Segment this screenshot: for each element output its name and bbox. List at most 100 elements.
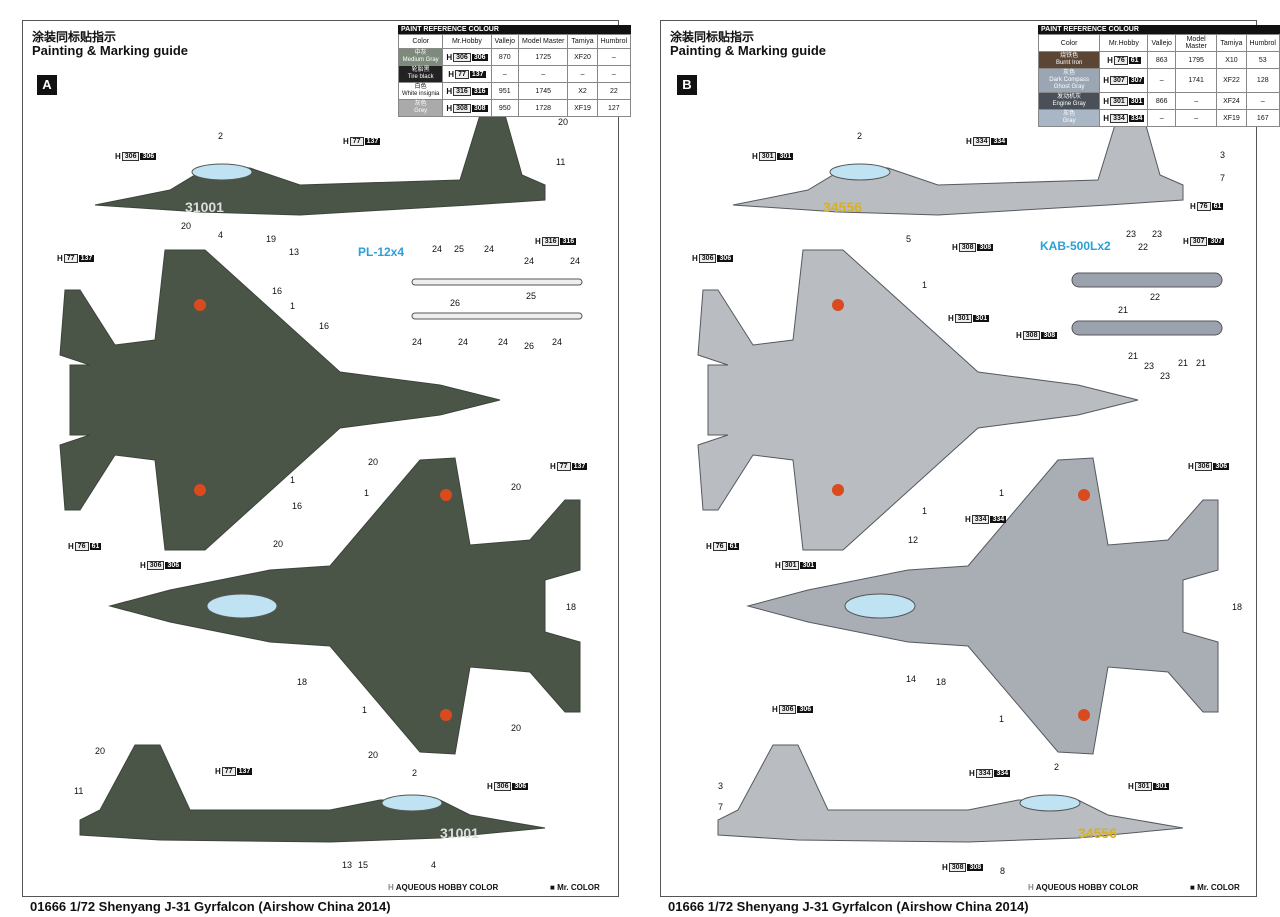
legend-aqueous: H AQUEOUS HOBBY COLOR xyxy=(388,883,499,892)
tamiya-cell: XF19 xyxy=(567,99,598,117)
part-callout: 20 xyxy=(95,746,106,756)
table-header: Mr.Hobby xyxy=(1099,34,1149,52)
part-callout: 20 xyxy=(368,457,379,467)
top-view xyxy=(59,249,501,551)
tamiya-cell: X2 xyxy=(567,82,598,100)
part-callout: 22 xyxy=(1138,242,1149,252)
mm-cell: 1725 xyxy=(518,48,569,66)
part-callout: 24 xyxy=(484,244,495,254)
part-callout: 1 xyxy=(290,301,296,311)
part-callout: 1 xyxy=(922,506,928,516)
table-header: Color xyxy=(1037,34,1101,52)
part-callout: 23 xyxy=(1152,229,1163,239)
insignia-star xyxy=(1078,709,1090,721)
table-header: Humbrol xyxy=(1245,34,1280,52)
part-callout: 1 xyxy=(999,488,1005,498)
heading-cn: 涂装同标贴指示 xyxy=(32,30,117,44)
canopy xyxy=(381,794,443,812)
part-callout: 23 xyxy=(1160,371,1171,381)
part-callout: 22 xyxy=(1150,292,1161,302)
part-callout: 21 xyxy=(1178,358,1189,368)
part-callout: 23 xyxy=(1144,361,1155,371)
table-caption: PAINT REFERENCE COLOUR xyxy=(398,25,632,34)
mm-cell: – xyxy=(1174,109,1218,127)
part-callout: 1 xyxy=(290,475,296,485)
part-callout: 4 xyxy=(218,230,224,240)
part-callout: 24 xyxy=(498,337,509,347)
part-callout: 1 xyxy=(922,280,928,290)
tamiya-cell: – xyxy=(567,65,598,83)
tamiya-cell: XF22 xyxy=(1216,68,1247,93)
part-callout: 16 xyxy=(292,501,303,511)
vallejo-cell: 951 xyxy=(490,82,520,100)
part-callout: 4 xyxy=(431,860,437,870)
part-callout: 26 xyxy=(524,341,535,351)
insignia-star xyxy=(194,299,206,311)
part-callout: 7 xyxy=(718,802,724,812)
vallejo-cell: – xyxy=(490,65,520,83)
serial-number: 31001 xyxy=(440,825,479,841)
bottom-view xyxy=(108,457,581,755)
part-callout: 26 xyxy=(450,298,461,308)
table-header: Vallejo xyxy=(490,34,520,49)
part-callout: 24 xyxy=(524,256,535,266)
canopy xyxy=(829,163,891,181)
part-callout: 3 xyxy=(718,781,724,791)
serial-number: 34556 xyxy=(1078,825,1117,841)
humbrol-cell: 128 xyxy=(1245,68,1280,93)
part-callout: 16 xyxy=(272,286,283,296)
scheme-a-panel xyxy=(22,20,619,897)
table-header: Vallejo xyxy=(1147,34,1176,52)
part-callout: 1 xyxy=(364,488,370,498)
table-header: Humbrol xyxy=(596,34,632,49)
part-callout: 24 xyxy=(412,337,423,347)
tamiya-cell: X10 xyxy=(1216,51,1247,69)
part-callout: 23 xyxy=(1126,229,1137,239)
part-callout: 13 xyxy=(289,247,300,257)
mm-cell: 1741 xyxy=(1174,68,1218,93)
part-callout: 8 xyxy=(1000,866,1006,876)
table-header: Mr.Hobby xyxy=(442,34,492,49)
weapon-label: PL-12x4 xyxy=(358,245,405,259)
heading-en: Painting & Marking guide xyxy=(32,43,189,58)
part-callout: 1 xyxy=(999,714,1005,724)
part-callout: 18 xyxy=(1232,602,1243,612)
missile xyxy=(411,312,583,320)
legend-mr-color: ■ Mr. COLOR xyxy=(1190,883,1240,892)
tamiya-cell: XF20 xyxy=(567,48,598,66)
canopy xyxy=(191,163,253,181)
kit-title: 01666 1/72 Shenyang J-31 Gyrfalcon (Airs… xyxy=(668,899,1029,914)
mm-cell: 1795 xyxy=(1174,51,1218,69)
part-callout: 20 xyxy=(511,723,522,733)
vallejo-cell: 950 xyxy=(490,99,520,117)
scheme-badge: B xyxy=(677,75,697,95)
